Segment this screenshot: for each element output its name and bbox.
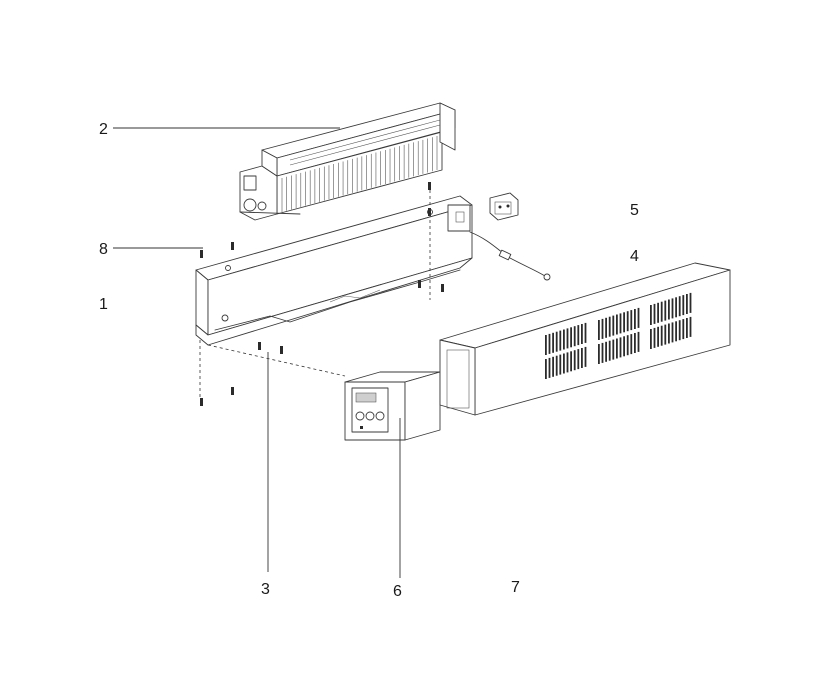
screw-loose-2 — [231, 387, 234, 395]
screw-mid-2 — [441, 284, 444, 292]
callout-7: 7 — [511, 579, 520, 596]
wire-harness — [469, 231, 551, 281]
screw-8b — [231, 242, 234, 250]
leader-lines — [113, 127, 401, 578]
screw-bottom-2 — [280, 346, 283, 354]
control-box — [344, 371, 441, 441]
callout-6: 6 — [393, 583, 402, 600]
callout-2: 2 — [99, 121, 108, 138]
callout-1: 1 — [99, 296, 108, 313]
screw-mid-1 — [418, 280, 421, 288]
connector-block — [489, 192, 519, 221]
callout-5: 5 — [630, 202, 639, 219]
callout-8: 8 — [99, 241, 108, 258]
screw-top-2 — [428, 208, 431, 216]
callout-3: 3 — [261, 581, 270, 598]
screw-bottom-1 — [258, 342, 261, 350]
screw-top-1 — [428, 182, 431, 190]
blower-assembly — [239, 102, 456, 221]
mounting-bracket — [195, 195, 473, 346]
screw-loose-1 — [200, 398, 203, 406]
callout-labels: 1 2 3 4 5 6 7 8 — [99, 121, 639, 600]
screw-8a — [200, 250, 203, 258]
callout-4: 4 — [630, 248, 639, 265]
screws — [200, 182, 444, 406]
outer-casing — [439, 262, 731, 416]
